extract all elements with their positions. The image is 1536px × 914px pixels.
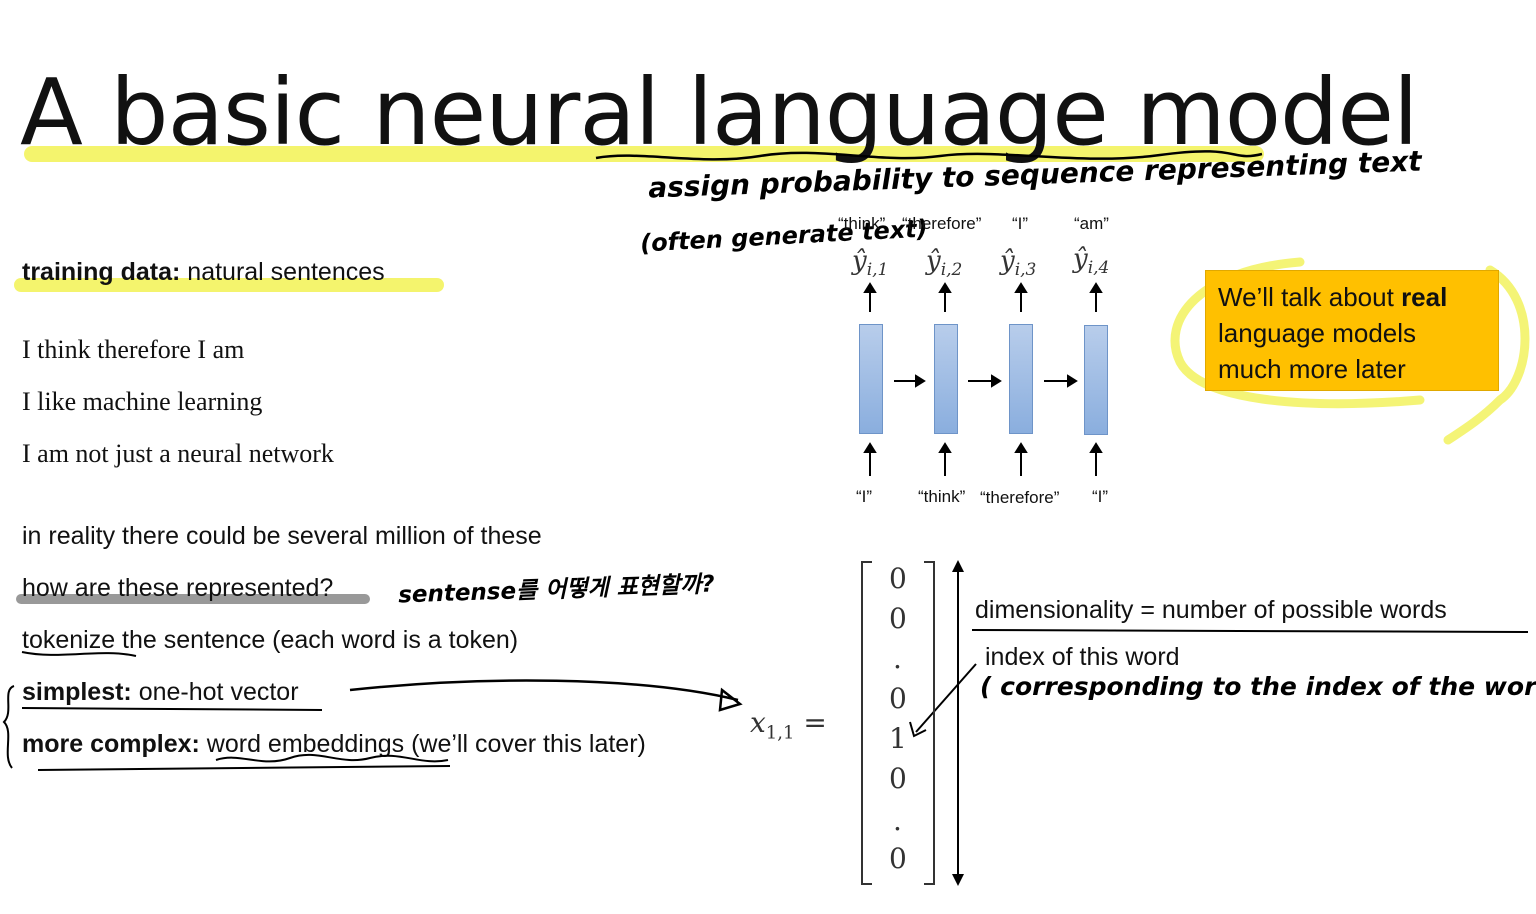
complex-line: more complex: word embeddings (we’ll cov… <box>22 730 646 759</box>
rnn-cell-2 <box>934 324 958 434</box>
sentence-3: I am not just a neural network <box>22 439 334 468</box>
yhat-1-sub: i,1 <box>866 260 889 281</box>
yhat-3-symbol: ŷ <box>1000 246 1015 276</box>
tokenize-line: tokenize the sentence (each word is a to… <box>22 626 519 654</box>
index-label: index of this word <box>985 643 1180 671</box>
vector-entry-4: 0 <box>889 682 907 715</box>
rnn-cell-3 <box>1009 324 1033 434</box>
callout-pre: We’ll talk about <box>1218 282 1402 312</box>
vector-entry-2: 0 <box>889 602 907 635</box>
training-label: training data: <box>22 258 181 286</box>
vector-lhs: x1,1 = <box>750 706 827 744</box>
training-data-line: training data: natural sentences <box>22 258 385 287</box>
vector-eq: = <box>803 706 827 739</box>
callout-post: language models much more later <box>1218 318 1417 384</box>
input-word-2: “think” <box>918 487 966 506</box>
corresponding-annotation: ( corresponding to the index of the word… <box>980 672 1536 701</box>
vector-lhs-symbol: x <box>750 706 766 739</box>
title-highlight <box>24 146 1264 162</box>
complex-label: more complex: <box>22 730 200 758</box>
vector-entry-1: 0 <box>889 562 907 595</box>
vector-entry-3: . <box>893 642 902 675</box>
simplest-line: simplest: one-hot vector <box>22 678 299 707</box>
callout-bold: real <box>1401 282 1448 312</box>
vector-lhs-sub: 1,1 <box>765 722 795 744</box>
training-highlight <box>14 278 444 292</box>
vector-entry-7: . <box>893 804 902 837</box>
yhat-4-symbol: ŷ <box>1073 244 1088 274</box>
how-line: how are these represented? <box>22 574 334 602</box>
training-value: natural sentences <box>180 258 385 286</box>
yhat-4-sub: i,4 <box>1087 258 1110 279</box>
yhat-2-symbol: ŷ <box>926 246 941 276</box>
output-word-1: “think” <box>838 214 886 233</box>
output-word-3: “I” <box>1012 214 1029 233</box>
yhat-2: ŷi,2 <box>926 246 962 280</box>
yhat-1: ŷi,1 <box>852 246 888 280</box>
rnn-arrows <box>863 282 1103 476</box>
sentence-1: I think therefore I am <box>22 335 245 364</box>
reality-line: in reality there could be several millio… <box>22 522 542 550</box>
yhat-4: ŷi,4 <box>1073 244 1109 278</box>
input-word-4: “I” <box>1092 487 1109 506</box>
dimensionality-label: dimensionality = number of possible word… <box>975 596 1447 624</box>
complex-value: word embeddings (we’ll cover this later) <box>199 730 646 758</box>
rnn-cell-4 <box>1084 325 1108 435</box>
vector-entry-5: 1 <box>889 722 907 755</box>
output-word-2: “therefore” <box>902 214 982 233</box>
output-word-4: “am” <box>1074 214 1109 233</box>
simplest-label: simplest: <box>22 678 132 706</box>
yhat-1-symbol: ŷ <box>852 246 867 276</box>
sentence-2: I like machine learning <box>22 387 263 416</box>
yhat-3-sub: i,3 <box>1014 260 1037 281</box>
input-word-3: “therefore” <box>980 488 1060 507</box>
how-highlight <box>16 594 370 604</box>
vector-entry-6: 0 <box>889 762 907 795</box>
simplest-value: one-hot vector <box>131 678 299 706</box>
page-title: A basic neural language model <box>20 59 1419 166</box>
callout-box: We’ll talk about real language models mu… <box>1205 270 1499 391</box>
vector-entry-8: 0 <box>889 842 907 875</box>
input-word-1: “I” <box>856 487 873 506</box>
rnn-cell-1 <box>859 324 883 434</box>
yhat-2-sub: i,2 <box>940 260 963 281</box>
yhat-3: ŷi,3 <box>1000 246 1036 280</box>
